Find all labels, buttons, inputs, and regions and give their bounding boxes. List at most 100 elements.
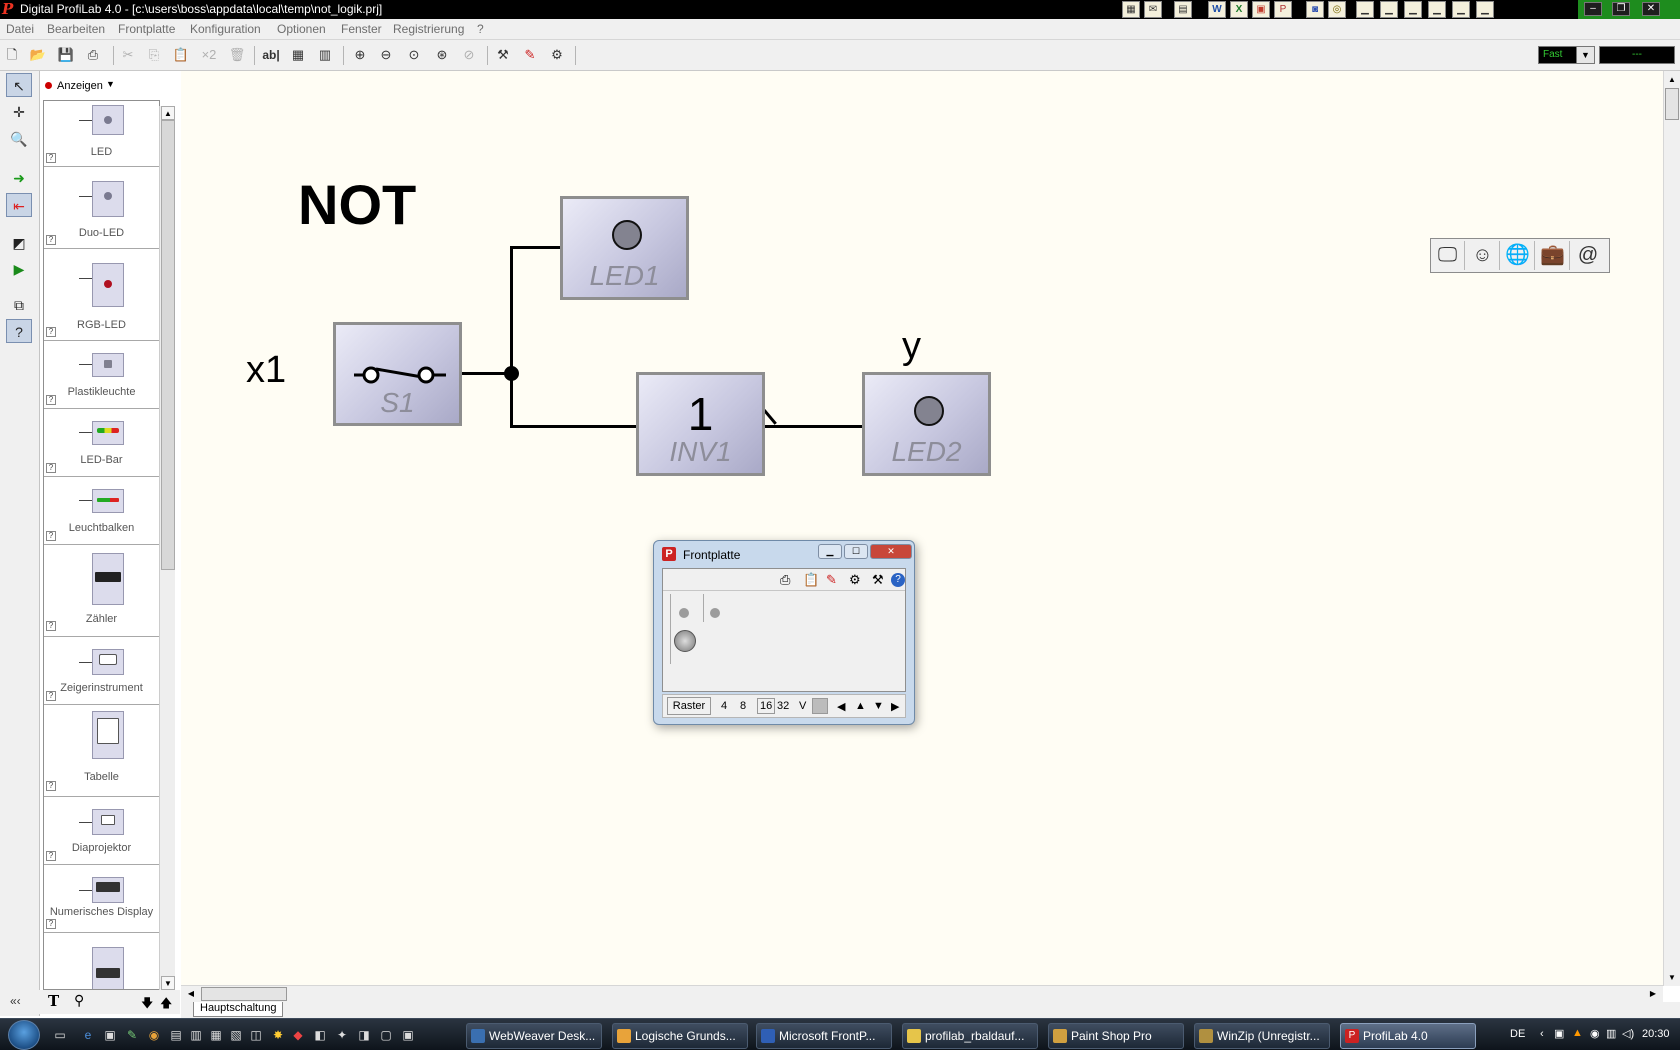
- scroll-left-icon[interactable]: ◀: [187, 989, 195, 998]
- tray-app-icon[interactable]: ▁: [1356, 1, 1374, 18]
- arrow-right-icon[interactable]: ▶: [891, 701, 900, 713]
- zoom-in-icon[interactable]: ⊕: [354, 47, 366, 62]
- chevron-down-icon[interactable]: ▼: [1576, 46, 1595, 64]
- grid-option-selected[interactable]: 16: [757, 698, 776, 714]
- help-icon[interactable]: ?: [891, 573, 905, 587]
- quicklaunch-icon[interactable]: ◆: [293, 1028, 303, 1042]
- inverter-inv1[interactable]: 1 INV1: [636, 372, 765, 476]
- scroll-up-icon[interactable]: ▲: [161, 106, 175, 120]
- led-led2[interactable]: LED2: [862, 372, 991, 476]
- chrome-icon[interactable]: ◉: [148, 1028, 160, 1042]
- simulation-icon[interactable]: ⚙: [551, 47, 563, 62]
- palette-item-numerisches-display[interactable]: Numerisches Display ?: [44, 865, 159, 933]
- raster-label[interactable]: Raster: [667, 697, 711, 715]
- palette-item-text-display[interactable]: [44, 933, 159, 989]
- arrow-right-icon[interactable]: ➜: [13, 170, 25, 186]
- input-icon[interactable]: ▶: [13, 261, 25, 277]
- help-icon[interactable]: ?: [46, 235, 56, 245]
- palette-item-plastikleuchte[interactable]: Plastikleuchte ?: [44, 341, 159, 409]
- help-icon[interactable]: ?: [46, 691, 56, 701]
- taskbar-button[interactable]: WebWeaver Desk...: [466, 1023, 602, 1049]
- grid-option[interactable]: 4: [721, 700, 728, 712]
- print-icon[interactable]: ⎙: [780, 572, 791, 587]
- save-icon[interactable]: 💾: [57, 47, 75, 62]
- close-button[interactable]: ✕: [870, 544, 912, 559]
- switch-control[interactable]: [670, 594, 696, 664]
- text-tool-icon[interactable]: ab|: [262, 48, 280, 62]
- paste-icon[interactable]: 📋: [803, 572, 820, 587]
- taskbar-button[interactable]: profilab_rbaldauf...: [902, 1023, 1038, 1049]
- help-icon[interactable]: ?: [46, 463, 56, 473]
- powerpoint-icon[interactable]: ▣: [1252, 1, 1270, 18]
- text-icon[interactable]: T: [48, 992, 60, 1010]
- quicklaunch-icon[interactable]: ◧: [314, 1028, 326, 1042]
- cut-icon[interactable]: ✂: [122, 47, 134, 62]
- start-button[interactable]: [8, 1020, 40, 1050]
- color-swatch[interactable]: [812, 698, 828, 714]
- arrow-down-icon[interactable]: 🡇: [141, 996, 154, 1010]
- wire-tool-icon[interactable]: ✎: [524, 47, 536, 62]
- taskbar-button[interactable]: WinZip (Unregistr...: [1194, 1023, 1330, 1049]
- grid-option[interactable]: 8: [740, 700, 747, 712]
- zoom-fit-icon[interactable]: ⊙: [408, 47, 420, 62]
- chevron-left-icon[interactable]: ‹: [1540, 1028, 1544, 1040]
- restore-button[interactable]: ❐: [1612, 2, 1630, 16]
- tray-app-icon[interactable]: ▁: [1428, 1, 1446, 18]
- globe-icon[interactable]: 🌐: [1501, 241, 1535, 270]
- tray-app-icon[interactable]: ✉: [1144, 1, 1162, 18]
- palette-item-rgb-led[interactable]: RGB-LED ?: [44, 249, 159, 341]
- scroll-up-icon[interactable]: ▲: [1668, 75, 1676, 84]
- pointer-icon[interactable]: ↖: [6, 73, 32, 97]
- menu-optionen[interactable]: Optionen: [277, 22, 326, 36]
- maximize-button[interactable]: ☐: [844, 544, 868, 559]
- tools-icon[interactable]: ⚒: [872, 572, 884, 587]
- quicklaunch-icon[interactable]: ▦: [210, 1028, 222, 1042]
- email-icon[interactable]: @: [1577, 244, 1599, 266]
- open-folder-icon[interactable]: 📂: [29, 47, 47, 62]
- help-icon[interactable]: ?: [46, 781, 56, 791]
- quicklaunch-icon[interactable]: ▧: [230, 1028, 242, 1042]
- chat-icon[interactable]: ☺: [1466, 241, 1500, 270]
- help-icon[interactable]: ?: [46, 621, 56, 631]
- scrollbar-thumb[interactable]: [1665, 88, 1679, 120]
- menu-konfiguration[interactable]: Konfiguration: [190, 22, 261, 36]
- zoom-out-icon[interactable]: ⊖: [380, 47, 392, 62]
- minimize-button[interactable]: ▁: [818, 544, 842, 559]
- tab-hauptschaltung[interactable]: Hauptschaltung: [193, 1002, 284, 1017]
- copy-icon[interactable]: ⎘: [148, 47, 160, 62]
- tray-icon[interactable]: ▣: [1554, 1028, 1565, 1040]
- taskbar-button[interactable]: Paint Shop Pro: [1048, 1023, 1184, 1049]
- menu-datei[interactable]: Datei: [6, 22, 35, 36]
- v-label[interactable]: V: [799, 700, 807, 712]
- scroll-down-icon[interactable]: ▼: [161, 976, 175, 990]
- palette-header[interactable]: Anzeigen ▼: [43, 76, 173, 98]
- paste-icon[interactable]: 📋: [172, 47, 190, 62]
- palette-item-zaehler[interactable]: Zähler ?: [44, 545, 159, 637]
- network-icon[interactable]: ▥: [1606, 1028, 1617, 1040]
- app-icon[interactable]: ◎: [1328, 1, 1346, 18]
- palette-item-led-bar[interactable]: LED-Bar ?: [44, 409, 159, 477]
- quicklaunch-icon[interactable]: ✦: [336, 1028, 348, 1042]
- help-icon[interactable]: ?: [46, 395, 56, 405]
- briefcase-icon[interactable]: 💼: [1536, 241, 1570, 270]
- monitor-icon[interactable]: 🖵: [1431, 241, 1465, 270]
- tray-icon[interactable]: ◉: [1590, 1028, 1600, 1040]
- zoom-reset-icon[interactable]: ⊘: [463, 47, 475, 62]
- menu-registrierung[interactable]: Registrierung: [393, 22, 465, 36]
- taskbar-button[interactable]: Microsoft FrontP...: [756, 1023, 892, 1049]
- scroll-right-icon[interactable]: ▶: [1649, 989, 1657, 998]
- access-icon[interactable]: P: [1274, 1, 1292, 18]
- quicklaunch-icon[interactable]: ▣: [402, 1028, 414, 1042]
- quicklaunch-icon[interactable]: ◨: [358, 1028, 370, 1042]
- simulation-icon[interactable]: ⚙: [849, 572, 861, 587]
- schematic-canvas[interactable]: [181, 71, 1663, 986]
- quicklaunch-icon[interactable]: ▢: [380, 1028, 392, 1042]
- word-icon[interactable]: W: [1208, 1, 1226, 18]
- new-file-icon[interactable]: 🗋: [6, 47, 18, 62]
- arrow-left-icon[interactable]: ◀: [837, 701, 846, 713]
- taskbar-button[interactable]: Logische Grunds...: [612, 1023, 748, 1049]
- frontplatte-window[interactable]: P Frontplatte ▁ ☐ ✕ ⎙ 📋 ✎ ⚙ ⚒ ? Raster 4…: [653, 540, 915, 725]
- quicklaunch-icon[interactable]: ▤: [170, 1028, 182, 1042]
- palette-item-zeigerinstrument[interactable]: Zeigerinstrument ?: [44, 637, 159, 705]
